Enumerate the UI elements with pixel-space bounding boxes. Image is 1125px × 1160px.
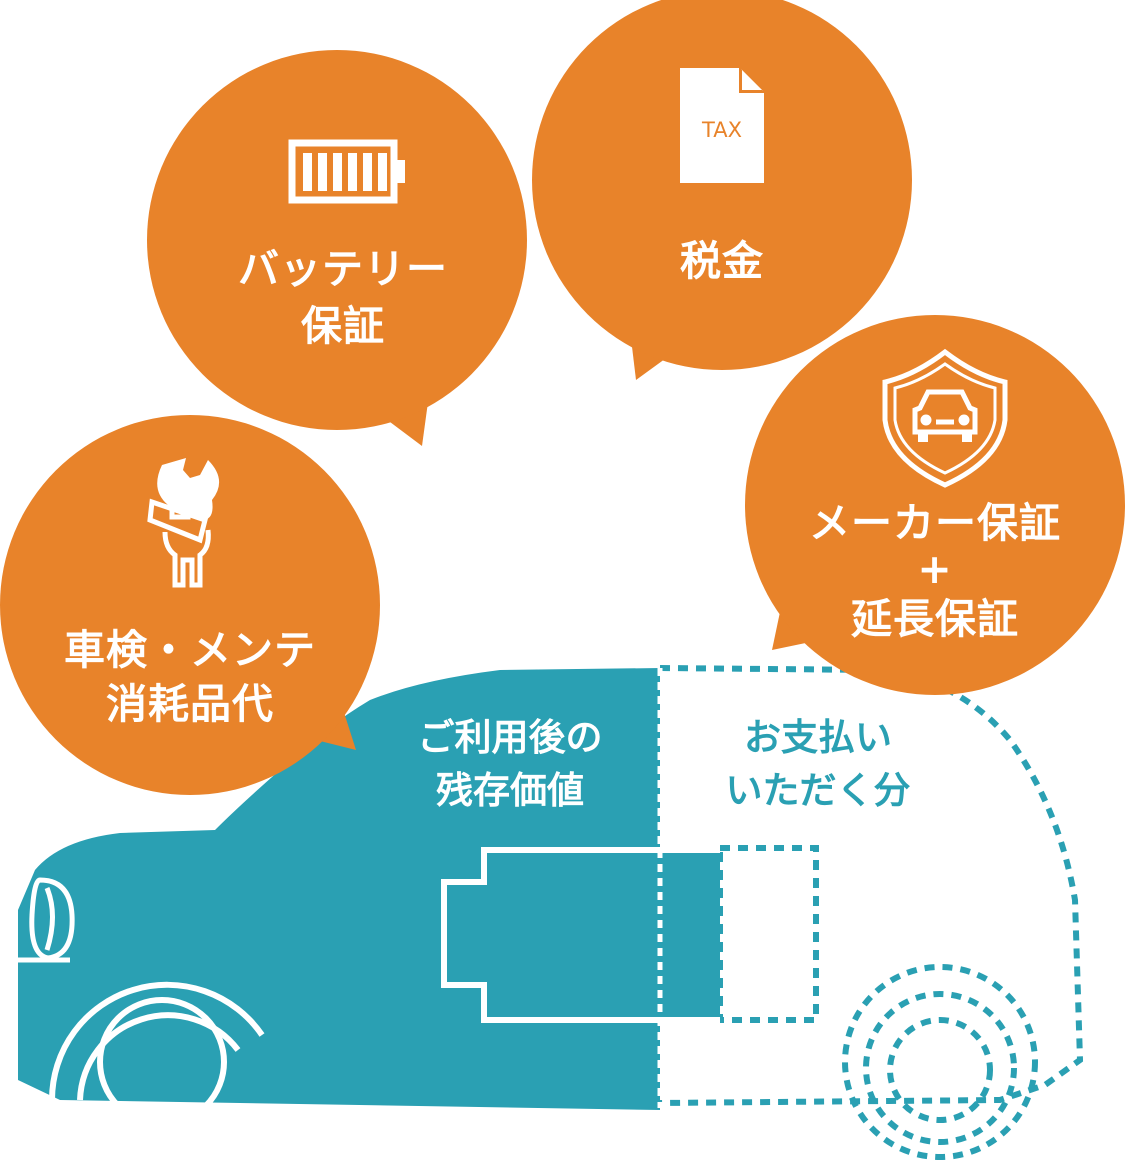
bubble-battery-line-1: バッテリー xyxy=(238,245,448,293)
car-window xyxy=(441,847,720,1023)
tax-icon-text: TAX xyxy=(701,118,742,142)
rear-wheel-dashed xyxy=(842,964,1038,1160)
residual-label-line-1: ご利用後の xyxy=(418,716,603,759)
tax-document-icon: TAX xyxy=(680,68,764,183)
front-wheel xyxy=(48,981,265,1127)
bubble-warranty: メーカー保証 + 延長保証 xyxy=(745,315,1125,695)
bubble-warranty-line-1: メーカー保証 xyxy=(809,499,1061,547)
wrench-icon xyxy=(147,458,220,588)
payment-label-line-1: お支払い xyxy=(744,716,892,759)
bubble-tax: TAX 税金 xyxy=(532,0,912,380)
bubble-inspection-line-2: 消耗品代 xyxy=(106,680,274,728)
battery-icon xyxy=(288,139,405,204)
bubble-inspection: 車検・メンテ 消耗品代 xyxy=(0,415,380,795)
bubble-tax-line-1: 税金 xyxy=(680,237,764,285)
bubble-inspection-line-1: 車検・メンテ xyxy=(64,626,316,674)
payment-label-line-2: いただく分 xyxy=(726,769,911,812)
shield-car-icon xyxy=(882,348,1008,488)
residual-label-line-2: 残存価値 xyxy=(436,769,584,812)
bubble-battery: バッテリー 保証 xyxy=(147,50,527,446)
bubble-warranty-line-3: 延長保証 xyxy=(851,595,1019,643)
bubble-battery-line-2: 保証 xyxy=(301,302,385,350)
bubble-warranty-line-2: + xyxy=(917,545,952,593)
